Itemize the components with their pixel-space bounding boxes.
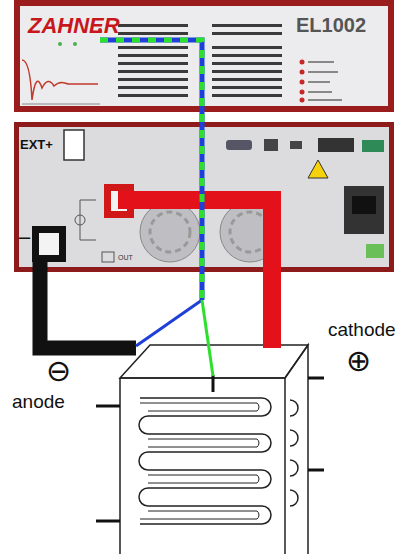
rear-panel-box: EXT+ xyxy=(14,122,394,272)
electrode-label: anode xyxy=(12,392,65,413)
black-wire xyxy=(40,262,136,348)
terminal-sign: − xyxy=(17,228,32,248)
cell-terminals xyxy=(96,375,324,521)
waveform xyxy=(22,60,98,100)
switch xyxy=(64,130,84,160)
black-terminal xyxy=(32,226,66,262)
warning-triangle xyxy=(308,160,328,178)
ethernet-port xyxy=(264,139,278,151)
fan-grille xyxy=(150,212,190,252)
cell-side xyxy=(285,345,308,554)
fan xyxy=(140,202,200,262)
sense-wire-dash xyxy=(100,40,202,300)
model-name: EL1002 xyxy=(296,14,366,36)
blue-lead xyxy=(136,300,202,346)
schematic-lines xyxy=(80,200,96,240)
polarity-symbol: ⊖ xyxy=(46,354,71,387)
front-panel-box: ZAHNER EL1002 xyxy=(14,0,394,112)
fuse xyxy=(366,244,384,258)
brand-logo: ZAHNER xyxy=(28,14,120,38)
status-leds xyxy=(300,60,305,103)
out-box xyxy=(102,252,114,262)
port-label: OUT xyxy=(118,254,133,262)
terminal-socket xyxy=(39,233,59,255)
connector xyxy=(318,138,354,152)
sense-wire xyxy=(100,40,202,300)
axis xyxy=(22,104,100,105)
electrochemical-cell xyxy=(120,345,308,554)
red-wire xyxy=(118,200,272,348)
green-lead xyxy=(202,300,213,376)
switch-label: EXT+ xyxy=(20,138,53,152)
coil xyxy=(139,398,271,524)
side-coil xyxy=(290,400,298,506)
led xyxy=(58,42,62,46)
usb-port xyxy=(290,141,302,149)
connector xyxy=(362,140,384,152)
vga-port xyxy=(226,140,252,150)
schematic-symbol xyxy=(75,215,85,225)
coil-inner xyxy=(140,403,259,519)
polarity-symbol: ⊕ xyxy=(346,344,371,377)
electrode-label: cathode xyxy=(328,320,396,341)
power-socket xyxy=(344,186,384,234)
power-inlet xyxy=(352,196,376,214)
led-legends xyxy=(308,61,342,101)
cell-front xyxy=(120,378,285,554)
led xyxy=(73,42,77,46)
